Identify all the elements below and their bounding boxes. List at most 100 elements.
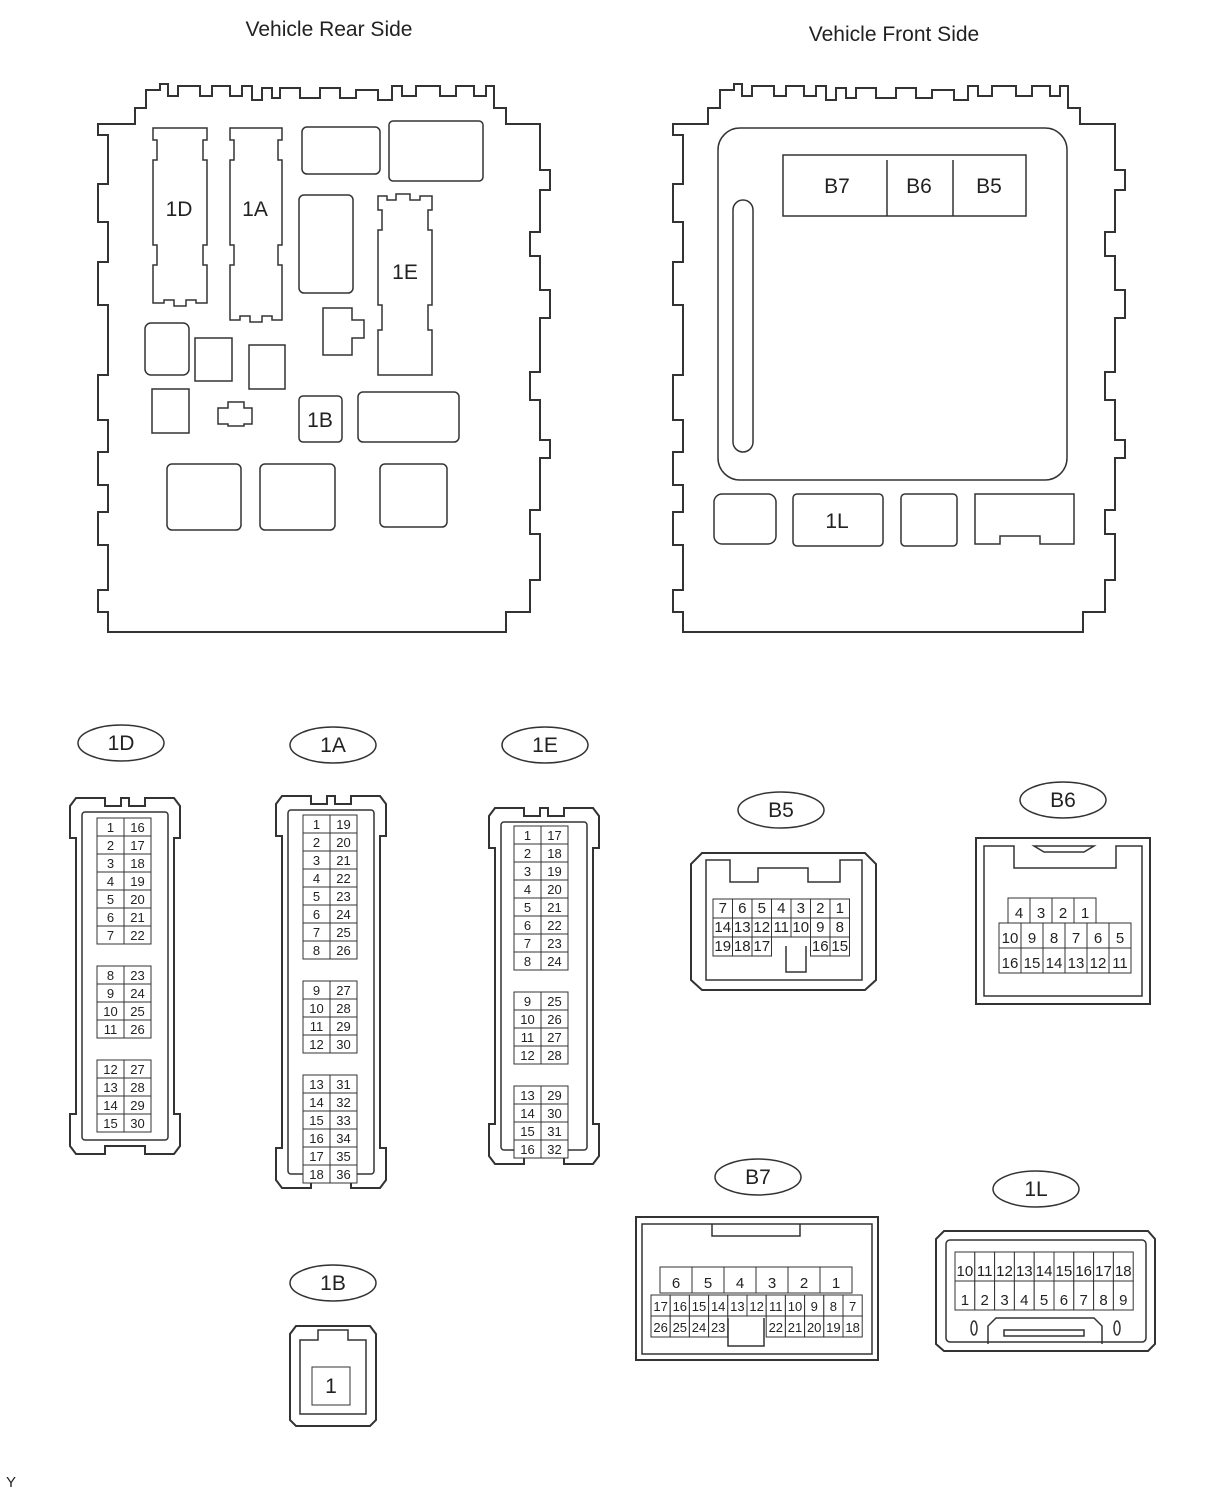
- pin-number: 10: [103, 1004, 117, 1019]
- pin-number: 19: [826, 1320, 840, 1335]
- pin-number: 10: [792, 919, 809, 936]
- pin-number: 11: [521, 1030, 535, 1045]
- pin-number: 32: [336, 1095, 350, 1110]
- pin-number: 2: [313, 835, 320, 850]
- pin-number: 14: [520, 1106, 534, 1121]
- pin-cell: [311, 1366, 351, 1406]
- pin-number: 20: [547, 882, 561, 897]
- pin-number: 14: [103, 1098, 117, 1113]
- pin-number: 15: [692, 1299, 706, 1314]
- pin-number: 3: [1037, 905, 1045, 922]
- rear-label-1d: 1D: [166, 198, 193, 221]
- connector-1e-label: 1E: [532, 734, 558, 757]
- pin-number: 10: [309, 1001, 323, 1016]
- pin-cell: [329, 1164, 358, 1184]
- pin-number: 23: [130, 968, 144, 983]
- pin-number: 19: [336, 817, 350, 832]
- pin-number: 8: [107, 968, 114, 983]
- pin-cell: [540, 1045, 569, 1065]
- pin-number: 23: [336, 889, 350, 904]
- connector-1d-label: 1D: [108, 732, 135, 755]
- pin-number: 15: [1056, 1263, 1073, 1280]
- pin-number: 19: [714, 938, 731, 955]
- pin-number: 7: [849, 1299, 856, 1314]
- pin-number: 9: [811, 1299, 818, 1314]
- connector-1a-label: 1A: [320, 734, 346, 757]
- pin-number: 3: [107, 856, 114, 871]
- pin-number: 8: [1099, 1292, 1107, 1309]
- pin-number: 8: [524, 954, 531, 969]
- pin-number: 13: [734, 919, 751, 936]
- pin-number: 8: [1050, 930, 1058, 947]
- connector-b5-oval: B5: [737, 791, 825, 829]
- pin-number: 2: [800, 1275, 808, 1292]
- pin-number: 23: [711, 1320, 725, 1335]
- pin-number: 16: [673, 1299, 687, 1314]
- pin-number: 31: [336, 1077, 350, 1092]
- pin-number: 6: [672, 1275, 680, 1292]
- pin-cell: [329, 1034, 358, 1054]
- pin-number: 15: [309, 1113, 323, 1128]
- pin-number: 4: [107, 874, 114, 889]
- pin-cell: [540, 1139, 569, 1159]
- pin-number: 5: [1040, 1292, 1048, 1309]
- pin-number: 16: [812, 938, 829, 955]
- pin-number: 25: [336, 925, 350, 940]
- pin-number: 4: [524, 882, 531, 897]
- pin-number: 5: [1116, 930, 1124, 947]
- connector-1b: 1: [289, 1325, 377, 1427]
- front-side-housing: [672, 83, 1126, 633]
- pin-number: 5: [524, 900, 531, 915]
- pin-number: 3: [797, 900, 805, 917]
- pin-number: 29: [336, 1019, 350, 1034]
- pin-number: 7: [719, 900, 727, 917]
- pin-number: 9: [816, 919, 824, 936]
- rear-side-housing: [97, 83, 551, 633]
- pin-number: 7: [524, 936, 531, 951]
- rear-side-title: Vehicle Rear Side: [246, 18, 413, 41]
- pin-number: 4: [313, 871, 320, 886]
- rear-label-1b: 1B: [307, 409, 333, 432]
- pin-number: 22: [336, 871, 350, 886]
- connector-b7-oval: B7: [714, 1158, 802, 1196]
- pin-number: 29: [130, 1098, 144, 1113]
- pin-number: 6: [524, 918, 531, 933]
- pin-number: 3: [768, 1275, 776, 1292]
- pin-number: 14: [309, 1095, 323, 1110]
- connector-1b-label: 1B: [320, 1272, 346, 1295]
- pin-number: 15: [103, 1116, 117, 1131]
- pin-cell: [123, 1019, 152, 1039]
- pin-number: 1: [1081, 905, 1089, 922]
- pin-cell: [787, 1266, 821, 1294]
- pin-number: 4: [736, 1275, 744, 1292]
- pin-number: 1: [107, 820, 114, 835]
- pin-number: 5: [758, 900, 766, 917]
- pin-number: 4: [1015, 905, 1023, 922]
- pin-number: 20: [336, 835, 350, 850]
- pin-number: 8: [836, 919, 844, 936]
- pin-number: 9: [107, 986, 114, 1001]
- pin-number: 13: [730, 1299, 744, 1314]
- pin-number: 19: [547, 864, 561, 879]
- pin-number: 7: [1072, 930, 1080, 947]
- pin-number: 14: [1036, 1263, 1053, 1280]
- pin-number: 16: [130, 820, 144, 835]
- pin-number: 13: [309, 1077, 323, 1092]
- pin-number: 20: [807, 1320, 821, 1335]
- pin-number: 14: [1046, 955, 1063, 972]
- connector-1b-oval: 1B: [289, 1264, 377, 1302]
- front-side-title: Vehicle Front Side: [809, 23, 979, 46]
- pin-number: 9: [1028, 930, 1036, 947]
- pin-number: 15: [831, 938, 848, 955]
- pin-number: 27: [336, 983, 350, 998]
- pin-cell: [751, 936, 772, 957]
- pin-number: 1: [524, 828, 531, 843]
- connector-b7-label: B7: [745, 1166, 771, 1189]
